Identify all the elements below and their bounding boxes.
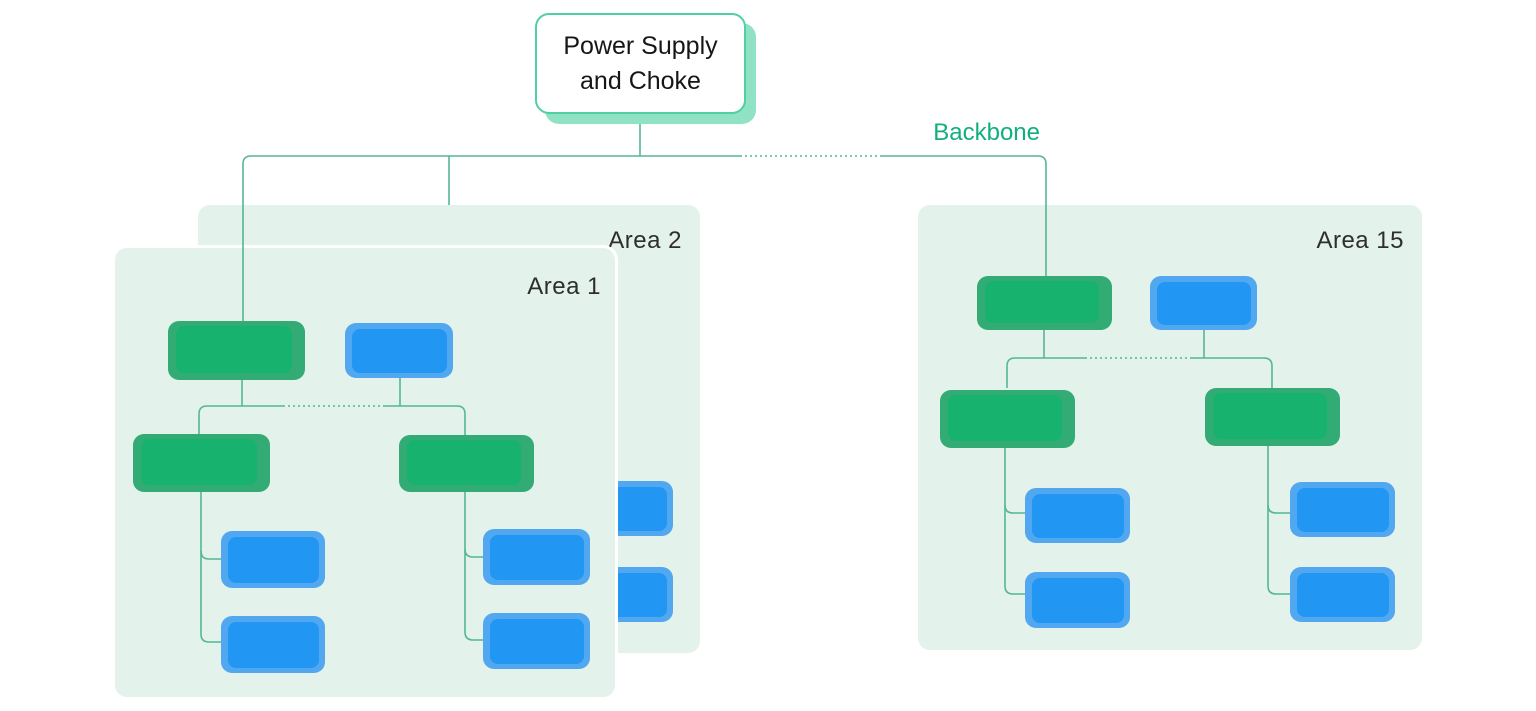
power-supply-label-line1: Power Supply — [563, 31, 718, 60]
green-device-node — [977, 276, 1112, 330]
area-2-label: Area 2 — [608, 227, 682, 254]
blue-device-node — [1290, 482, 1395, 537]
green-device-node — [399, 435, 534, 492]
green-device-node — [940, 390, 1075, 448]
blue-device-node — [483, 529, 590, 585]
blue-device-node — [1150, 276, 1257, 330]
blue-device-node — [1290, 567, 1395, 622]
blue-device-node — [345, 323, 453, 378]
green-device-node — [133, 434, 270, 492]
blue-device-node — [221, 616, 325, 673]
green-device-node — [168, 321, 305, 380]
backbone-label: Backbone — [933, 119, 1040, 146]
power-supply-label-line2: and Choke — [580, 66, 701, 95]
area-15-label: Area 15 — [1316, 227, 1404, 254]
blue-device-node — [483, 613, 590, 669]
area-1-label: Area 1 — [527, 273, 601, 300]
green-device-node — [1205, 388, 1340, 446]
blue-device-node — [1025, 572, 1130, 628]
blue-device-node — [1025, 488, 1130, 543]
power-supply-node: Power Supply and Choke — [535, 13, 746, 114]
blue-device-node — [221, 531, 325, 588]
